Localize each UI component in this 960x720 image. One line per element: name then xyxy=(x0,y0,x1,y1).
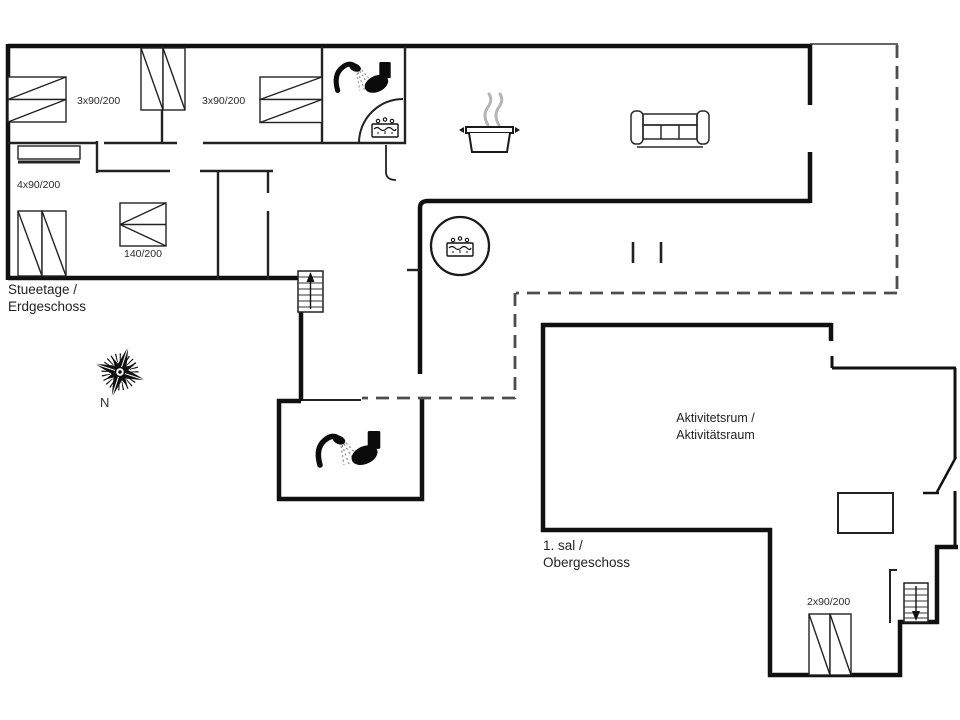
bed-size-label: 2x90/200 xyxy=(807,596,851,608)
whirlpool-icon xyxy=(446,236,474,257)
upper-floor-right-wing-walls xyxy=(830,356,958,548)
ground-floor-label: Stueetage / Erdgeschoss xyxy=(8,281,86,315)
bed-size-label: 140/200 xyxy=(124,248,162,260)
corner-bathtub xyxy=(358,98,404,181)
whirlpool-circle xyxy=(429,215,491,277)
double-bed xyxy=(119,202,167,247)
double-bunk-bed xyxy=(17,210,67,277)
single-beds-pair xyxy=(808,613,852,676)
bed-size-label: 4x90/200 xyxy=(17,179,61,191)
upper-floor-partitions xyxy=(837,492,897,623)
ground-floor-label-line2: Erdgeschoss xyxy=(8,299,87,314)
activity-room-label-line1: Aktivitetsrum / xyxy=(676,411,755,425)
stairs-down-icon xyxy=(903,582,929,623)
compass-rose-icon xyxy=(94,346,146,398)
upper-floor-label-line1: 1. sal / xyxy=(543,538,583,553)
single-beds-pair xyxy=(140,47,186,111)
upper-floor-label-line2: Obergeschoss xyxy=(543,555,631,570)
shower-icon xyxy=(318,434,357,465)
activity-room-label: Aktivitetsrum / Aktivitätsraum xyxy=(628,410,803,444)
terrace-dashed-outline xyxy=(362,43,899,400)
beds-ground-floor xyxy=(7,47,323,277)
bunk-bed xyxy=(259,76,323,124)
toilet-icon xyxy=(361,62,392,97)
ground-floor-partitions xyxy=(8,46,420,401)
activity-room-label-line2: Aktivitätsraum xyxy=(676,428,755,442)
whirlpool-icon xyxy=(371,117,399,138)
compass-north-label: N xyxy=(100,395,110,410)
dresser xyxy=(17,145,81,164)
sofa-icon xyxy=(630,110,710,148)
cooking-pot-icon xyxy=(459,92,520,153)
bunk-bed xyxy=(7,76,67,123)
bed-size-label: 3x90/200 xyxy=(77,95,121,107)
stairs-up-icon xyxy=(297,270,324,313)
toilet-icon xyxy=(348,431,381,469)
upper-floor-label: 1. sal / Obergeschoss xyxy=(543,537,630,571)
ground-floor-label-line1: Stueetage / xyxy=(8,282,78,297)
upper-floor-outer-walls xyxy=(540,322,958,678)
bed-size-label: 3x90/200 xyxy=(202,95,246,107)
patio-door-marks xyxy=(631,242,663,263)
